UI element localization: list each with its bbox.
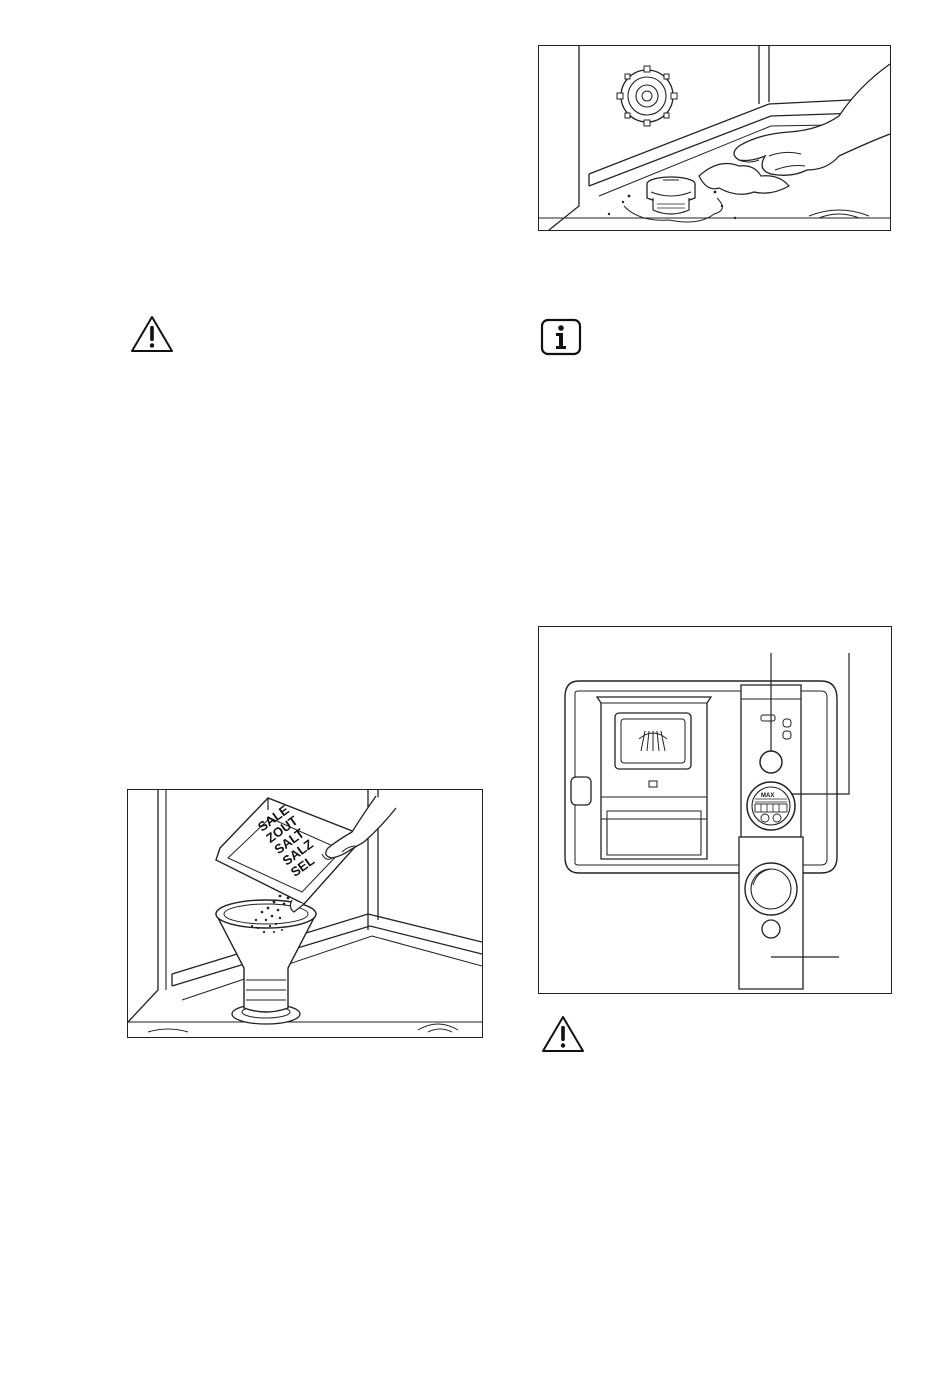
warning-triangle-icon <box>540 1014 586 1054</box>
hand <box>734 64 890 175</box>
dispenser-lower-column <box>739 837 803 989</box>
detergent-dispenser <box>597 697 711 859</box>
salt-container-cap <box>647 177 695 214</box>
info-icon <box>540 318 582 356</box>
figure-wipe-salt-container <box>538 45 891 231</box>
warning-triangle-icon <box>129 314 175 354</box>
figure-rinse-aid-dispenser: MAX <box>538 626 892 994</box>
figure-fill-salt: SALE ZOUT SALT SALZ SEL <box>127 789 483 1038</box>
max-label: MAX <box>761 793 774 799</box>
spray-arm-hub <box>617 66 677 126</box>
